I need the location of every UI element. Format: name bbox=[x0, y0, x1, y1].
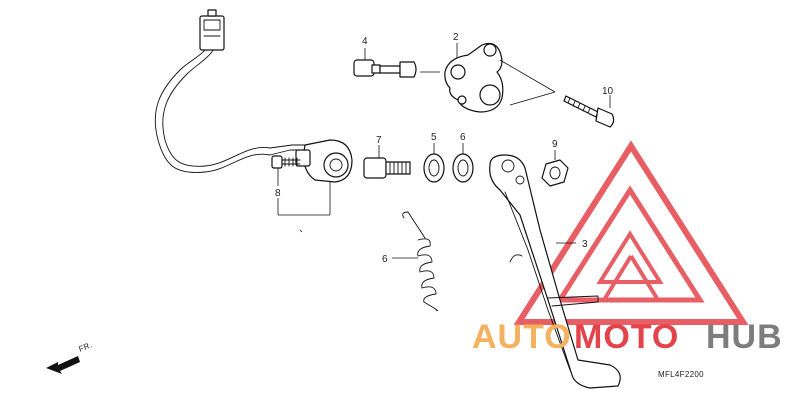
switch-bolt-part bbox=[271, 155, 301, 169]
flange-bolt-part bbox=[353, 48, 417, 78]
lock-nut-part bbox=[541, 150, 569, 187]
callout-3: 3 bbox=[582, 239, 588, 250]
side-stand-switch-part bbox=[295, 139, 353, 183]
pivot-bracket-part bbox=[420, 42, 556, 113]
side-stand-part bbox=[489, 154, 621, 389]
callout-10: 10 bbox=[602, 86, 614, 97]
washer-part-2 bbox=[452, 143, 474, 183]
callout-6: 6 bbox=[382, 254, 388, 265]
watermark-auto: AUTO bbox=[472, 318, 572, 356]
callout-9: 9 bbox=[552, 139, 558, 150]
callout-4: 4 bbox=[362, 36, 368, 47]
callout-2: 2 bbox=[453, 32, 459, 43]
callout-5a: 5 bbox=[431, 132, 437, 143]
direction-label: FR. bbox=[77, 340, 93, 354]
watermark-logo-icon bbox=[513, 140, 749, 325]
direction-arrow-icon bbox=[46, 356, 80, 374]
pivot-bolt-part bbox=[363, 145, 411, 179]
spring-part bbox=[392, 211, 439, 312]
callout-8-leader bbox=[277, 168, 331, 233]
watermark-text: AUTO MOTO HUB bbox=[472, 318, 783, 356]
callout-5b: 6 bbox=[460, 132, 466, 143]
diagram-code: MFL4F2200 bbox=[658, 370, 704, 379]
watermark-hub: HUB bbox=[706, 318, 783, 356]
washer-part bbox=[423, 143, 445, 183]
callout-7: 7 bbox=[376, 135, 382, 146]
side-stand-switch-wire bbox=[154, 9, 311, 173]
watermark-moto: MOTO bbox=[574, 318, 679, 356]
callout-8: 8 bbox=[275, 188, 281, 199]
bolt-10-part bbox=[563, 95, 615, 128]
